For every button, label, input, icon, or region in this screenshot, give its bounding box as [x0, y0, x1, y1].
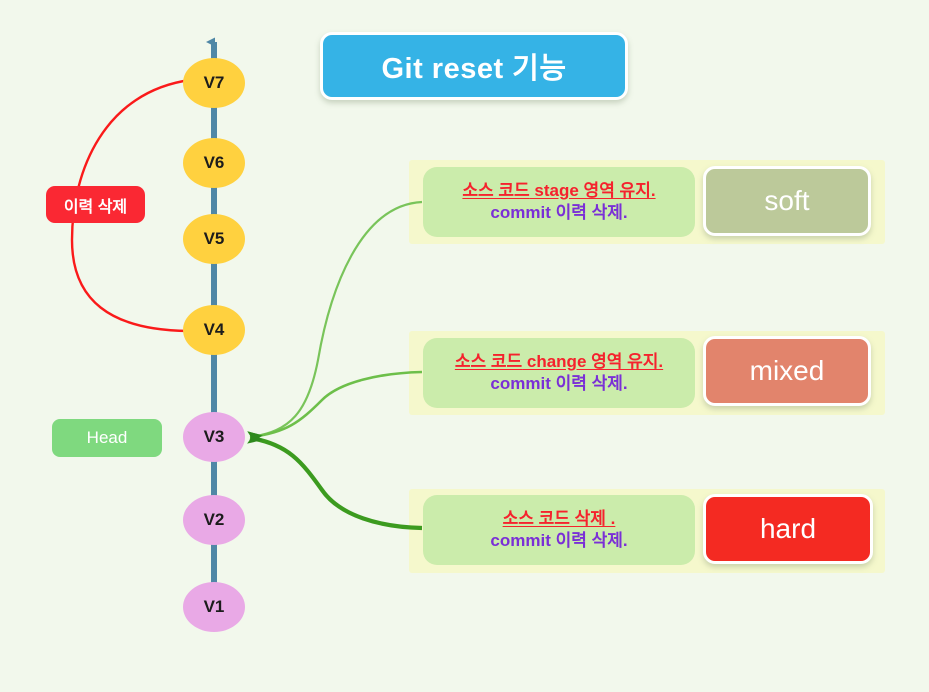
option-desc-hard-line2: commit 이력 삭제. [490, 531, 628, 551]
option-desc-mixed-line1: 소스 코드 change 영역 유지. [454, 351, 664, 371]
commit-node-label: V7 [203, 73, 225, 92]
option-desc-hard-line1: 소스 코드 삭제 . [502, 508, 616, 528]
option-desc-soft-line2: commit 이력 삭제. [490, 203, 628, 223]
commit-node-v7[interactable]: V7 [183, 58, 245, 108]
history-delete-badge[interactable]: 이력 삭제 [46, 186, 145, 223]
commit-node-label: V6 [203, 153, 225, 172]
head-badge[interactable]: Head [52, 419, 162, 457]
option-desc-hard: 소스 코드 삭제 . commit 이력 삭제. [423, 495, 695, 565]
reset-arrow-soft [247, 200, 423, 444]
reset-arrow-mixed [247, 370, 423, 444]
option-button-soft[interactable]: soft [703, 166, 871, 236]
diagram-title-label: Git reset 기능 [381, 53, 567, 85]
option-button-hard[interactable]: hard [703, 494, 873, 564]
head-badge-label: Head [86, 428, 128, 447]
option-desc-mixed: 소스 코드 change 영역 유지. commit 이력 삭제. [423, 338, 695, 408]
commit-node-v2[interactable]: V2 [183, 495, 245, 545]
commit-node-v1[interactable]: V1 [183, 582, 245, 632]
commit-node-label: V3 [203, 427, 225, 446]
option-desc-soft: 소스 코드 stage 영역 유지. commit 이력 삭제. [423, 167, 695, 237]
option-desc-mixed-line2: commit 이력 삭제. [490, 374, 628, 394]
diagram-title: Git reset 기능 [320, 32, 628, 100]
reset-arrow-hard [247, 431, 423, 531]
option-button-mixed-label: mixed [749, 355, 825, 386]
option-button-mixed[interactable]: mixed [703, 336, 871, 406]
commit-node-v5[interactable]: V5 [183, 214, 245, 264]
commit-node-label: V2 [203, 510, 225, 529]
option-button-soft-label: soft [764, 185, 810, 216]
option-button-hard-label: hard [759, 513, 817, 544]
commit-node-v6[interactable]: V6 [183, 138, 245, 188]
option-desc-soft-line1: 소스 코드 stage 영역 유지. [462, 180, 656, 200]
commit-node-label: V1 [203, 597, 225, 616]
commit-node-v3[interactable]: V3 [183, 412, 245, 462]
history-delete-badge-label: 이력 삭제 [63, 198, 128, 216]
commit-node-v4[interactable]: V4 [183, 305, 245, 355]
commit-node-label: V5 [203, 229, 225, 248]
commit-node-label: V4 [203, 320, 225, 339]
